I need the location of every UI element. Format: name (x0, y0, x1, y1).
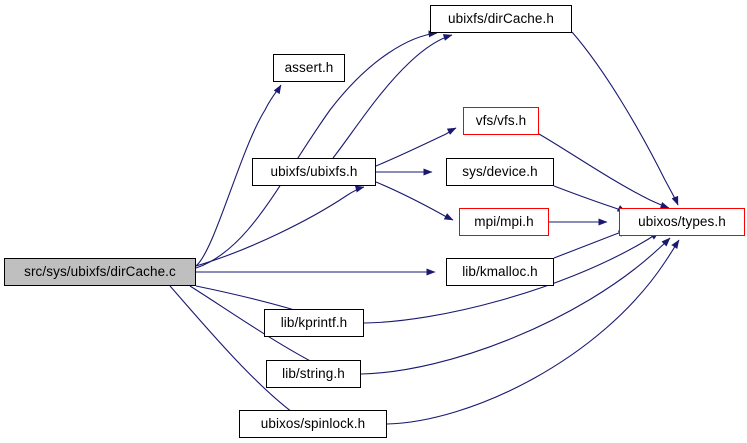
graph-edge-dirCache-c-to-ubixfs-h (195, 185, 365, 267)
graph-node-label: mpi/mpi.h (474, 214, 534, 230)
graph-edge-dirCache-c-to-spinlock-h (169, 285, 308, 421)
graph-node-dirCache-h[interactable]: ubixfs/dirCache.h (430, 5, 572, 33)
graph-node-string-h[interactable]: lib/string.h (266, 360, 361, 388)
graph-node-label: ubixfs/dirCache.h (447, 11, 554, 27)
graph-node-dirCache-c[interactable]: src/sys/ubixfs/dirCache.c (4, 258, 196, 286)
graph-node-label: ubixos/spinlock.h (260, 416, 366, 432)
graph-edge-vfs-h-to-types-h (538, 133, 670, 209)
graph-node-label: lib/kprintf.h (280, 315, 348, 331)
graph-node-label: lib/string.h (282, 366, 345, 382)
graph-edge-ubixfs-h-to-dirCache-h (332, 34, 453, 159)
graph-node-label: ubixfs/ubixfs.h (270, 164, 358, 180)
graph-node-ubixfs-h[interactable]: ubixfs/ubixfs.h (252, 158, 376, 186)
graph-node-label: sys/device.h (462, 164, 538, 180)
graph-edge-device-h-to-types-h (553, 185, 627, 213)
graph-node-mpi-h[interactable]: mpi/mpi.h (459, 208, 549, 236)
graph-node-spinlock-h[interactable]: ubixos/spinlock.h (239, 410, 387, 438)
edges-group (169, 30, 680, 425)
graph-node-label: vfs/vfs.h (475, 113, 527, 129)
graph-node-kmalloc-h[interactable]: lib/kmalloc.h (446, 258, 554, 286)
graph-node-label: ubixos/types.h (638, 214, 726, 230)
graph-edge-ubixfs-h-to-vfs-h (375, 127, 457, 167)
graph-node-vfs-h[interactable]: vfs/vfs.h (463, 107, 539, 135)
graph-edge-kmalloc-h-to-types-h (553, 229, 628, 259)
graph-edge-dirCache-h-to-types-h (571, 31, 679, 206)
graph-node-device-h[interactable]: sys/device.h (446, 158, 554, 186)
graph-node-kprintf-h[interactable]: lib/kprintf.h (264, 309, 364, 337)
graph-node-assert-h[interactable]: assert.h (273, 54, 345, 82)
graph-node-label: lib/kmalloc.h (462, 264, 538, 280)
graph-node-types-h[interactable]: ubixos/types.h (619, 208, 745, 236)
graph-edge-ubixfs-h-to-mpi-h (375, 181, 454, 221)
graph-node-label: src/sys/ubixfs/dirCache.c (24, 264, 176, 280)
graph-node-label: assert.h (284, 60, 334, 76)
